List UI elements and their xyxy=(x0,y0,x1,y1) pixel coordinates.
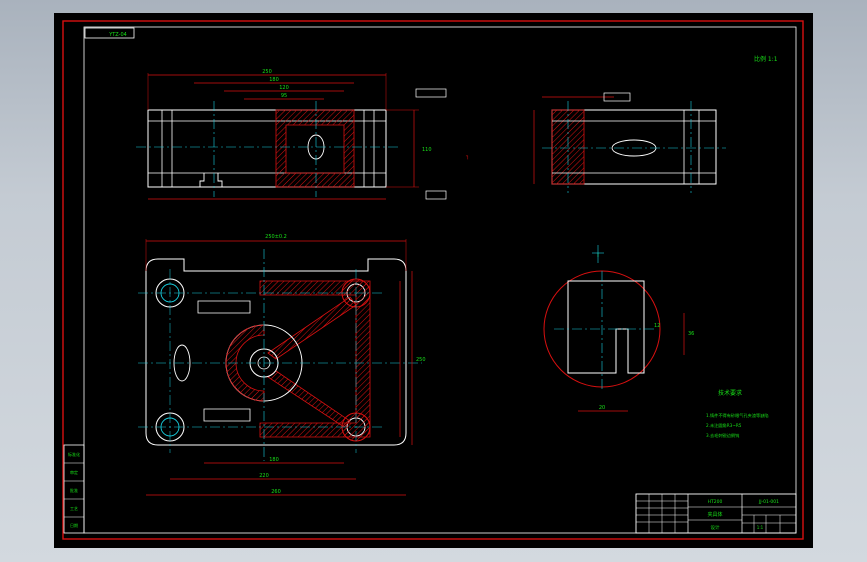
front-view: 250 180 120 95 110 xyxy=(136,69,447,200)
scale-note: 比例 1:1 xyxy=(754,55,778,63)
detail-view: I 20 36 12 xyxy=(543,245,694,412)
engineering-drawing: YTZ-04 比例 1:1 250 180 120 95 xyxy=(62,20,804,540)
dim-bottom-1: 180 xyxy=(269,457,279,463)
title-tag-text: YTZ-04 xyxy=(108,32,127,38)
dim-top-overall: 250 xyxy=(262,69,272,75)
tech-heading: 技术要求 xyxy=(718,389,742,397)
outer-frame xyxy=(62,20,804,540)
tech-item: 2.未注圆角R3~R5 xyxy=(706,422,742,429)
stamp-label: 审定 xyxy=(70,469,78,475)
dim-front-h: 110 xyxy=(422,147,432,153)
tech-item: 3.去毛刺锐边倒钝 xyxy=(706,432,740,439)
title-scale: 1:1 xyxy=(757,525,764,530)
plan-view: 250±0.2 250 180 220 260 xyxy=(138,234,426,496)
title-part-name: 夹具体 xyxy=(707,511,722,518)
dim-top-1: 180 xyxy=(269,77,279,83)
tech-requirements: 技术要求 1.铸件不得有砂眼气孔夹渣等缺陷 2.未注圆角R3~R5 3.去毛刺锐… xyxy=(706,389,769,439)
tech-item: 1.铸件不得有砂眼气孔夹渣等缺陷 xyxy=(706,412,769,419)
dim-detail-w: 20 xyxy=(599,405,605,411)
inner-frame xyxy=(83,26,797,534)
dim-top-2: 120 xyxy=(279,85,289,91)
dim-top-3: 95 xyxy=(281,93,287,99)
dim-detail-h: 36 xyxy=(688,331,694,337)
title-tag: YTZ-04 xyxy=(84,27,135,39)
title-material: HT200 xyxy=(708,499,723,505)
dim-plan-h: 250 xyxy=(416,357,426,363)
title-block: HT200 夹具体 设计 JJ-01-001 1:1 xyxy=(635,493,797,534)
title-drawing-no: JJ-01-001 xyxy=(758,499,779,505)
stamp-label: 工艺 xyxy=(70,506,78,511)
dim-bottom-3: 260 xyxy=(271,489,281,495)
side-view xyxy=(533,92,726,193)
stamp-label: 批准 xyxy=(70,487,78,493)
section-mark: ┐ xyxy=(465,153,470,160)
dim-plan-w: 250±0.2 xyxy=(265,234,287,240)
stamp-label: 日期 xyxy=(70,522,78,528)
cad-viewport[interactable]: YTZ-04 比例 1:1 250 180 120 95 xyxy=(54,13,813,548)
side-stamp-column: 标准化 审定 批准 工艺 日期 xyxy=(63,444,85,534)
dim-detail-3: 12 xyxy=(654,323,660,329)
dim-bottom-2: 220 xyxy=(259,473,269,479)
stamp-label: 标准化 xyxy=(68,451,80,457)
title-school: 设计 xyxy=(711,524,720,531)
